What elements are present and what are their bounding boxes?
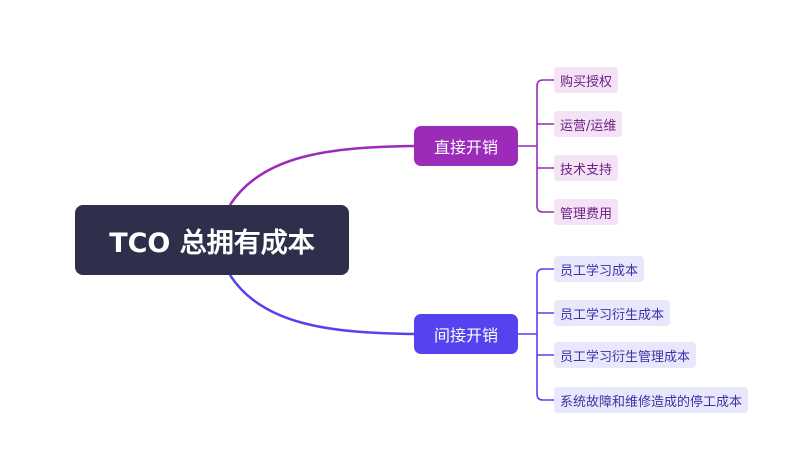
leaf-label: 系统故障和维修造成的停工成本	[560, 394, 743, 410]
leaf-label: 员工学习成本	[560, 263, 639, 279]
leaf-label: 技术支持	[560, 162, 613, 178]
leaf-label: 员工学习衍生管理成本	[560, 349, 691, 365]
root-node[interactable]: TCO 总拥有成本	[75, 205, 349, 275]
connector-indirect-leaves	[518, 268, 554, 401]
leaf-label: 运营/运维	[560, 118, 617, 134]
branch-direct-costs[interactable]: 直接开销	[414, 126, 518, 166]
leaf-staff-learning-cost[interactable]: 员工学习成本	[554, 256, 645, 282]
connector-root-direct	[228, 144, 415, 206]
connector-root-indirect	[228, 274, 415, 336]
leaf-management-fees[interactable]: 管理费用	[554, 199, 619, 225]
leaf-label: 员工学习衍生成本	[560, 307, 665, 323]
branch-indirect-costs[interactable]: 间接开销	[414, 314, 518, 354]
branch-direct-label: 直接开销	[433, 138, 498, 157]
leaf-downtime-cost[interactable]: 系统故障和维修造成的停工成本	[554, 387, 749, 413]
leaf-staff-learning-derived-management-cost[interactable]: 员工学习衍生管理成本	[554, 342, 697, 368]
branch-indirect-label: 间接开销	[433, 326, 498, 345]
leaf-technical-support[interactable]: 技术支持	[554, 155, 619, 181]
leaf-label: 购买授权	[560, 74, 613, 90]
leaf-staff-learning-derived-cost[interactable]: 员工学习衍生成本	[554, 300, 671, 326]
connector-direct-leaves	[518, 79, 554, 213]
leaf-label: 管理费用	[560, 206, 613, 222]
leaf-operations-maintenance[interactable]: 运营/运维	[554, 111, 623, 137]
root-label: TCO 总拥有成本	[109, 227, 315, 259]
leaf-purchase-license[interactable]: 购买授权	[554, 67, 619, 93]
